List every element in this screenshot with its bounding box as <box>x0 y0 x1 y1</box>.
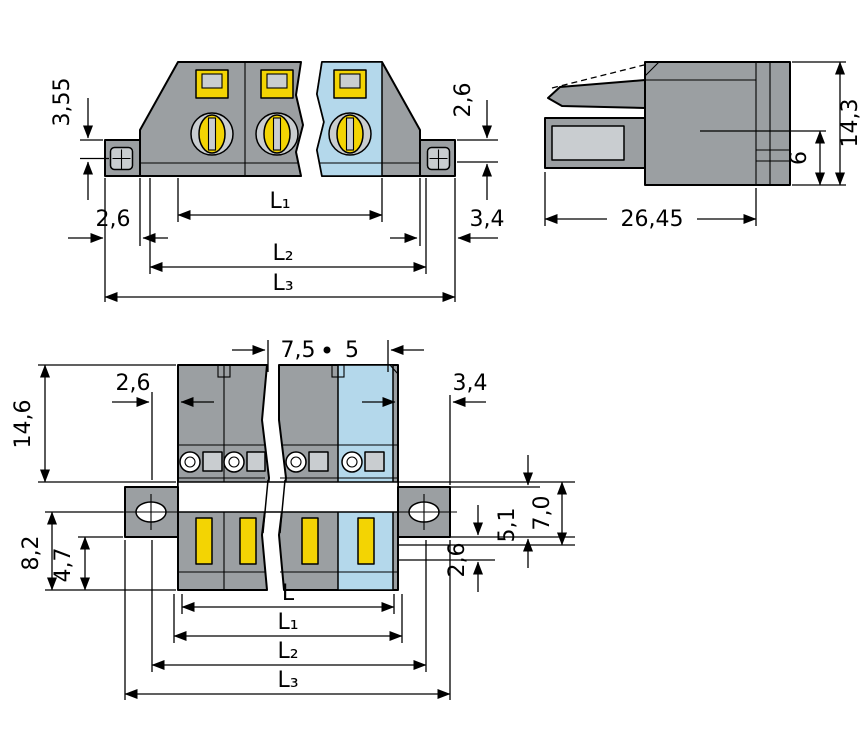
dim-label-26-45: 26,45 <box>621 207 684 232</box>
mounting-flange-left-bottom <box>118 486 184 538</box>
dim-label-2-6-bottom-left: 2,6 <box>116 371 151 396</box>
mounting-flange-left <box>104 139 141 177</box>
upper-feature-lines <box>178 364 398 482</box>
side-view: 26,45 14,3 6 <box>544 61 863 232</box>
front-bottom-view: 7,5 5 2,6 3,4 14,6 8,2 <box>11 338 575 700</box>
center-dot <box>323 346 331 354</box>
mounting-flange-right <box>419 139 456 177</box>
dim-label-l1-top: L₁ <box>269 189 290 214</box>
dim-label-7-0: 7,0 <box>530 496 555 531</box>
mounting-flange-right-bottom <box>391 486 457 538</box>
dim-label-l1-bottom: L₁ <box>277 610 298 635</box>
side-body-lines <box>644 61 790 185</box>
dim-label-7-5: 7,5 <box>281 338 316 363</box>
front-top-dimensions: 3,55 2,6 L₁ 2,6 3,4 <box>50 78 505 302</box>
coding-windows <box>195 69 367 99</box>
locking-latch <box>547 79 646 109</box>
dim-label-14-6: 14,6 <box>11 400 36 449</box>
latch-travel-line <box>551 63 649 89</box>
dim-label-l3-top: L₃ <box>272 271 293 296</box>
side-body <box>644 61 791 186</box>
dim-label-8-2: 8,2 <box>19 536 44 571</box>
dim-label-4-7: 4,7 <box>51 548 76 583</box>
dim-label-3-55: 3,55 <box>50 78 75 127</box>
contact-slots <box>178 512 398 590</box>
dim-label-5: 5 <box>345 338 359 363</box>
dim-label-2-6-left: 2,6 <box>96 207 131 232</box>
front-bottom-dimensions: 7,5 5 2,6 3,4 14,6 8,2 <box>11 338 575 700</box>
flange-plate-band <box>177 481 399 513</box>
dim-label-l2-bottom: L₂ <box>277 639 298 664</box>
dim-label-3-4-top: 3,4 <box>470 207 505 232</box>
dim-label-2-6-right: 2,6 <box>451 83 476 118</box>
break-lines-over-band <box>262 479 286 534</box>
test-openings <box>179 451 385 473</box>
body-feature-lines <box>140 62 420 176</box>
dim-label-6: 6 <box>787 151 812 165</box>
dim-label-l2-top: L₂ <box>272 241 293 266</box>
clamping-screws <box>190 112 372 156</box>
dim-label-14-3: 14,3 <box>838 99 863 148</box>
dim-label-3-4-bottom: 3,4 <box>453 371 488 396</box>
dim-label-5-1: 5,1 <box>495 508 520 543</box>
front-top-view: 3,55 2,6 L₁ 2,6 3,4 <box>50 61 505 302</box>
side-view-dimensions: 26,45 14,3 6 <box>544 61 863 232</box>
dim-label-2-6-bottom-right: 2,6 <box>445 543 470 578</box>
dim-label-l: L <box>282 581 295 606</box>
dim-label-l3-bottom: L₃ <box>277 668 298 693</box>
plug-shroud <box>544 117 646 169</box>
